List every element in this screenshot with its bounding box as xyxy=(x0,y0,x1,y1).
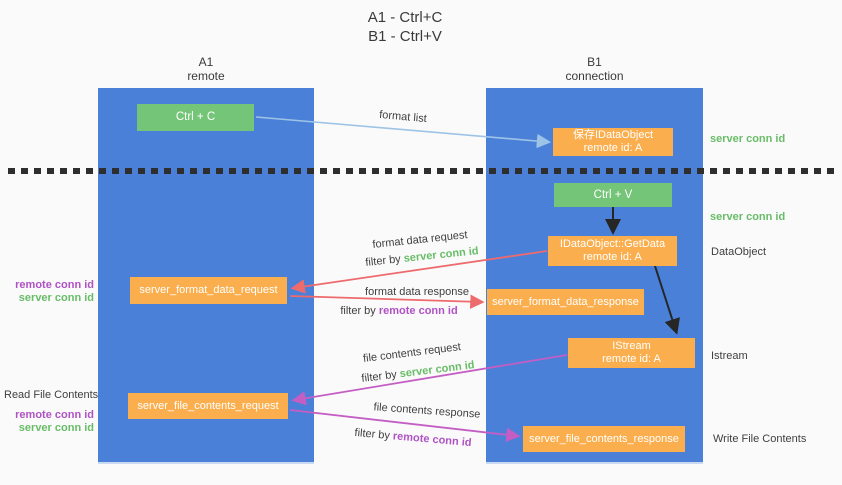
idataobject-getdata-box: IDataObject::GetData remote id: A xyxy=(548,236,677,266)
filter-by-remote-conn-top-label: filter by remote conn id xyxy=(340,305,457,317)
istream-box: IStream remote id: A xyxy=(568,338,695,368)
title-line-1: A1 - Ctrl+C xyxy=(367,9,443,26)
left-remote-conn-id-top: remote conn id xyxy=(15,279,94,291)
server-file-contents-request-box: server_file_contents_request xyxy=(128,393,288,419)
server-format-data-response-box: server_format_data_response xyxy=(487,289,644,315)
left-server-conn-id-bottom: server conn id xyxy=(18,422,94,434)
server-format-data-request-box: server_format_data_request xyxy=(130,277,287,304)
server-file-contents-response-label: server_file_contents_response xyxy=(529,432,679,445)
filter-by-text: filter by xyxy=(360,368,401,385)
istream-line1: IStream xyxy=(612,340,651,352)
filter-by-text: filter by xyxy=(364,252,405,269)
diagram-title: A1 - Ctrl+C B1 - Ctrl+V xyxy=(368,8,443,46)
lane-a-subtitle: remote xyxy=(187,69,225,83)
ctrl-c-box: Ctrl + C xyxy=(137,104,254,131)
idataobject-getdata-line1: IDataObject::GetData xyxy=(559,238,666,250)
filter-by-text: filter by xyxy=(354,426,394,443)
right-server-conn-id-top: server conn id xyxy=(710,133,786,145)
remote-conn-id-text: remote conn id xyxy=(378,305,458,317)
istream-line2: remote id: A xyxy=(602,353,661,365)
save-idataobject-line2: remote id: A xyxy=(583,142,643,154)
server-format-data-request-label: server_format_data_request xyxy=(139,284,278,296)
server-file-contents-request-label: server_file_contents_request xyxy=(137,399,279,412)
lane-a-name: A1 xyxy=(198,55,214,69)
file-contents-response-label: file contents response xyxy=(373,401,481,421)
filter-by-remote-conn-bottom-label: filter by remote conn id xyxy=(354,427,472,449)
server-conn-id-text: server conn id xyxy=(403,245,480,265)
save-idataobject-box: 保存IDataObject remote id: A xyxy=(553,128,673,156)
format-list-label: format list xyxy=(378,108,428,126)
save-idataobject-line1: 保存IDataObject xyxy=(572,129,654,141)
server-file-contents-response-box: server_file_contents_response xyxy=(523,426,685,452)
format-data-response-label: format data response xyxy=(365,286,469,298)
dotted-separator xyxy=(8,168,836,174)
lane-b-header: B1 connection xyxy=(486,55,703,83)
right-server-conn-id-mid: server conn id xyxy=(710,211,786,223)
lane-a-header: A1 remote xyxy=(98,55,314,83)
left-remote-conn-id-bottom: remote conn id xyxy=(15,409,94,421)
ctrl-c-label: Ctrl + C xyxy=(175,111,216,123)
left-server-conn-id-top: server conn id xyxy=(18,292,94,304)
right-dataobject-label: DataObject xyxy=(711,246,767,258)
remote-conn-id-text: remote conn id xyxy=(392,430,472,450)
right-write-file-contents-label: Write File Contents xyxy=(713,433,807,445)
idataobject-getdata-line2: remote id: A xyxy=(583,251,642,263)
ctrl-v-label: Ctrl + V xyxy=(593,188,633,201)
filter-by-text: filter by xyxy=(340,305,379,317)
title-line-2: B1 - Ctrl+V xyxy=(368,28,442,45)
server-format-data-response-label: server_format_data_response xyxy=(492,295,639,308)
left-read-file-contents-label: Read File Contents xyxy=(4,389,99,401)
ctrl-v-box: Ctrl + V xyxy=(554,183,672,207)
lane-b-subtitle: connection xyxy=(565,69,624,83)
right-istream-label: Istream xyxy=(711,350,748,362)
server-conn-id-text: server conn id xyxy=(399,359,476,381)
lane-b-name: B1 xyxy=(587,55,602,69)
